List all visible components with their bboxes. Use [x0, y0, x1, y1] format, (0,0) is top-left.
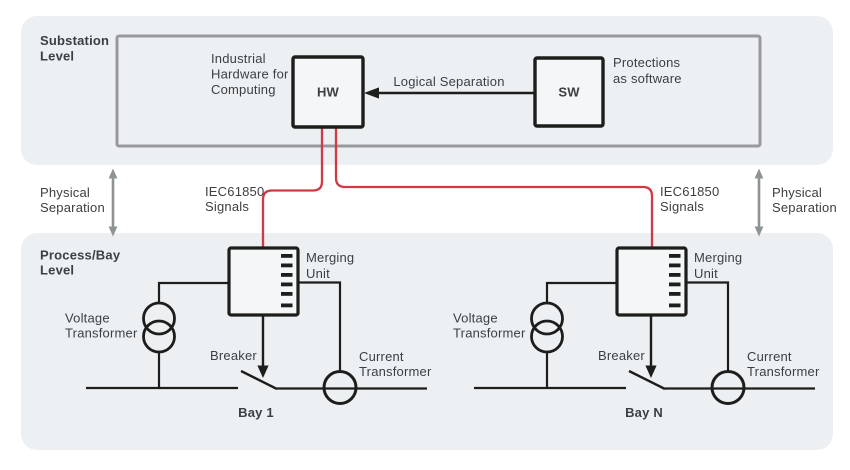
- ct-branch-line: [686, 281, 730, 372]
- voltage-transformer-label-line2: Transformer: [453, 326, 526, 341]
- bay-name-label: Bay N: [625, 405, 663, 420]
- current-transformer-label-line1: Current: [747, 349, 792, 364]
- arrowhead-left-icon: [364, 87, 379, 99]
- substation-level-label-line2: Level: [40, 49, 74, 64]
- substation-level-label-line1: Substation: [40, 33, 109, 48]
- merging-unit-label-line1: Merging: [694, 250, 742, 265]
- physical-separation-left-line1: Physical: [40, 185, 90, 200]
- hw-box-label: HW: [317, 85, 340, 100]
- iec61850-signals-right-line1: IEC61850: [660, 184, 719, 199]
- substation-level-panel: [21, 16, 833, 165]
- iec61850-signals-left-line1: IEC61850: [205, 184, 264, 199]
- logical-separation-arrow: [364, 87, 535, 99]
- vt-branch-line: [157, 281, 229, 304]
- current-transformer-symbol: [710, 370, 746, 405]
- ct-branch-line: [298, 281, 342, 372]
- iec61850-signals-left-line2: Signals: [205, 199, 249, 214]
- bay-1-group: Merging Unit Voltage Transformer Breaker…: [65, 246, 432, 420]
- logical-separation-label: Logical Separation: [393, 74, 504, 89]
- iec61850-signal-line-left: [261, 127, 324, 248]
- arrowhead-up-icon: [108, 168, 118, 179]
- voltage-transformer-label-line1: Voltage: [453, 311, 498, 326]
- voltage-transformer-label-line1: Voltage: [65, 311, 110, 326]
- physical-separation-arrow-left: [108, 168, 118, 237]
- vt-branch-line: [545, 281, 617, 304]
- arrowhead-down-icon: [257, 365, 269, 378]
- physical-separation-left-line2: Separation: [40, 200, 105, 215]
- current-transformer-symbol: [322, 370, 358, 405]
- bay-n-group: Merging Unit Voltage Transformer Breaker…: [453, 246, 820, 420]
- breaker-symbol: [628, 369, 666, 391]
- physical-separation-arrow-right: [754, 168, 764, 237]
- merging-unit-label-line2: Unit: [694, 266, 718, 281]
- breaker-symbol: [240, 369, 278, 391]
- breaker-label: Breaker: [598, 348, 645, 363]
- current-transformer-label-line2: Transformer: [747, 364, 820, 379]
- voltage-transformer-label-line2: Transformer: [65, 326, 138, 341]
- substation-boundary-box: [115, 34, 762, 148]
- bay-name-label: Bay 1: [238, 405, 274, 420]
- merging-unit-ports-icon: [669, 254, 681, 308]
- iec61850-signals-right-line2: Signals: [660, 199, 704, 214]
- current-transformer-label-line2: Transformer: [359, 364, 432, 379]
- trip-arrow: [645, 315, 657, 378]
- arrowhead-up-icon: [754, 168, 764, 179]
- hw-caption-line3: Computing: [211, 82, 276, 97]
- sw-caption-line1: Protections: [613, 55, 681, 70]
- hw-box: [291, 55, 365, 129]
- process-bay-level-label-line1: Process/Bay: [40, 248, 121, 263]
- voltage-transformer-symbol-top: [142, 301, 176, 336]
- iec61850-signal-line-right: [334, 127, 654, 248]
- breaker-label: Breaker: [210, 348, 257, 363]
- merging-unit-ports-icon: [281, 254, 293, 308]
- merging-unit-label-line2: Unit: [306, 266, 330, 281]
- trip-arrow: [257, 315, 269, 378]
- physical-separation-right-line2: Separation: [772, 200, 837, 215]
- current-transformer-label-line1: Current: [359, 349, 404, 364]
- process-bay-level-label-line2: Level: [40, 263, 74, 278]
- voltage-transformer-symbol-top: [530, 301, 564, 336]
- arrowhead-down-icon: [108, 226, 118, 237]
- sw-caption-line2: as software: [613, 71, 682, 86]
- hw-caption-line2: Hardware for: [211, 67, 289, 82]
- hw-caption-line1: Industrial: [211, 51, 266, 66]
- arrowhead-down-icon: [754, 226, 764, 237]
- arrowhead-down-icon: [645, 365, 657, 378]
- merging-unit-label-line1: Merging: [306, 250, 354, 265]
- sw-box-label: SW: [558, 85, 580, 100]
- physical-separation-right-line1: Physical: [772, 185, 822, 200]
